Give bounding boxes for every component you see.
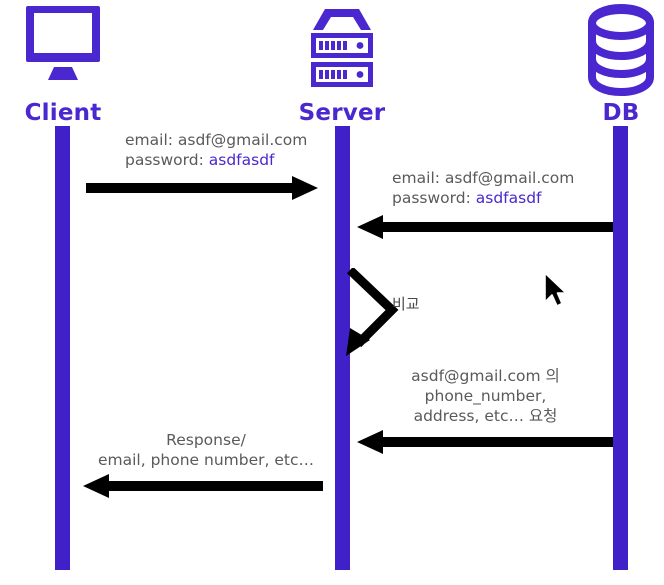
mouse-pointer-icon <box>544 272 567 307</box>
message-1-line-2-accent: asdfasdf <box>208 151 275 170</box>
lifeline-server <box>335 126 350 570</box>
message-1-caption: email: asdf@gmail.com password: asdfasdf <box>125 130 307 170</box>
message-1-arrow[interactable] <box>86 176 318 200</box>
message-2-line-2-accent: asdfasdf <box>475 189 542 208</box>
message-1-line-1: email: asdf@gmail.com <box>125 131 308 149</box>
actor-client-label: Client <box>24 100 102 126</box>
message-4-caption: asdf@gmail.com 의 phone_number, address, … <box>393 366 578 426</box>
message-5-arrow[interactable] <box>83 474 323 498</box>
message-5-line-1: Response/ <box>166 431 246 449</box>
message-4-line-1: asdf@gmail.com 의 <box>411 367 560 385</box>
message-3-selfloop-arrow[interactable] <box>344 268 400 360</box>
message-1-line-2-text: password: <box>125 151 209 170</box>
message-2-line-2: password: asdfasdf <box>392 188 574 208</box>
actor-db-label: DB <box>602 100 640 126</box>
actor-server-label: Server <box>298 100 386 126</box>
database-cylinder-icon <box>588 4 654 97</box>
actor-client[interactable]: Client <box>0 4 133 125</box>
message-5-caption: Response/ email, phone number, etc… <box>80 430 332 470</box>
message-1-line-2: password: asdfasdf <box>125 150 307 170</box>
message-5-line-2: email, phone number, etc… <box>97 451 315 470</box>
message-4-arrow[interactable] <box>357 430 613 454</box>
message-4-line-3: address, etc… 요청 <box>413 407 558 426</box>
monitor-icon <box>26 6 100 80</box>
server-rack-icon <box>311 9 373 87</box>
message-3-compare-label: 비교 <box>392 295 420 313</box>
message-2-line-1: email: asdf@gmail.com <box>392 169 575 187</box>
message-2-caption: email: asdf@gmail.com password: asdfasdf <box>392 168 574 208</box>
actor-db[interactable]: DB <box>551 4 664 125</box>
lifeline-client <box>55 126 70 570</box>
message-4-line-2: phone_number, <box>424 387 547 406</box>
actor-server[interactable]: Server <box>272 4 412 125</box>
lifeline-db <box>613 126 628 570</box>
message-2-arrow[interactable] <box>357 215 613 239</box>
message-2-line-2-text: password: <box>392 189 476 208</box>
